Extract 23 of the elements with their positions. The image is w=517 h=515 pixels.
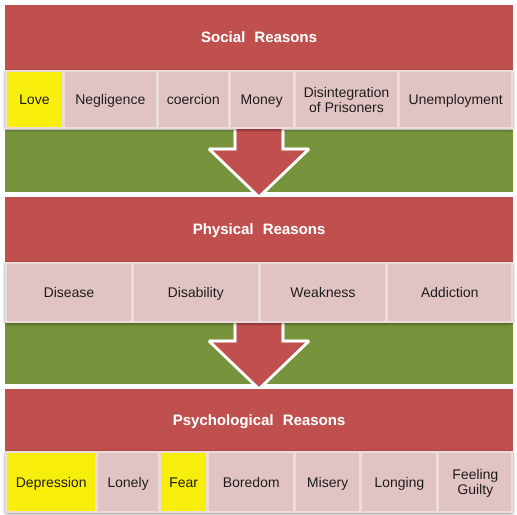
reason-tile: Negligence (64, 72, 156, 127)
highlighted-reason-tile: Fear (160, 453, 206, 511)
section-title: Social Reasons (201, 29, 317, 46)
reason-tile: Unemployment (400, 72, 511, 127)
reason-tile: Addiction (388, 264, 511, 321)
reason-tile: Money (230, 72, 293, 127)
reason-tile: Disease (7, 264, 131, 321)
highlighted-reason-tile: Love (7, 72, 62, 127)
highlighted-reason-tile: Depression (7, 453, 96, 511)
reason-tile: Weakness (260, 264, 386, 321)
reason-tile: Longing (362, 453, 436, 511)
section-title: Psychological Reasons (172, 412, 346, 428)
reason-tile: Misery (296, 453, 360, 511)
reason-tile: Feeling Guilty (439, 453, 512, 511)
section-card (5, 389, 513, 513)
section-card (5, 197, 513, 323)
reason-tile: Disintegration of Prisoners (296, 72, 398, 127)
reason-tile: coercion (158, 72, 228, 127)
reason-tile: Lonely (98, 453, 158, 511)
section-title: Physical Reasons (192, 221, 326, 238)
section-card (5, 5, 513, 129)
reason-tile: Disability (134, 264, 258, 321)
reason-tile: Boredom (209, 453, 293, 511)
